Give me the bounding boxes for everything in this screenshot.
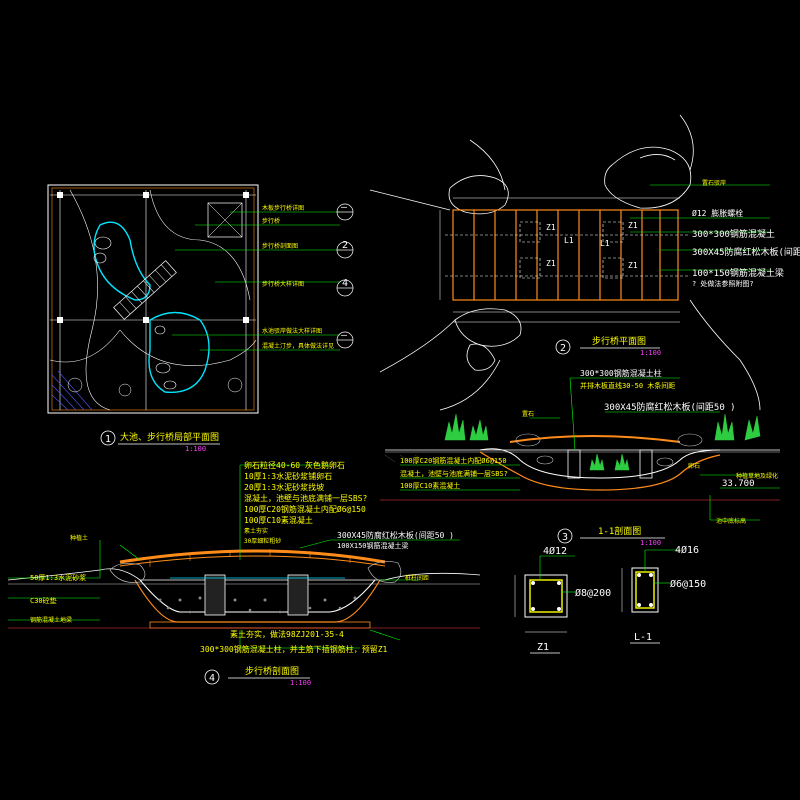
view4-top-label-7: 素土夯实 — [244, 527, 268, 535]
view4-top-label-2: 10厚1:3水泥砂浆铺卵石 — [244, 471, 332, 481]
view2-label-3: 300*300钢筋混凝土 — [692, 228, 775, 240]
view4-left-label-4: 钢筋混凝土地梁 — [30, 616, 72, 624]
view4-top-label-6: 100厚C10素混凝土 — [244, 515, 313, 525]
view4-bottom-label-1: 素土夯实，做法98ZJ201-35-4 — [230, 629, 344, 639]
view3-label-9: 种植草地及绿化 — [736, 472, 778, 480]
view4-left-label-2: 50厚1:3水泥砂浆 — [30, 573, 86, 582]
view3-label-7: 100厚C10素混凝土 — [400, 481, 460, 490]
view3-label-2: 并排木板直线30-50 木条间距 — [580, 381, 675, 390]
view4-right-note: 桩柱间距 — [405, 574, 429, 582]
view4-bottom-label-2: 300*300钢筋混凝土柱，并主筋下插钢筋柱，预留Z1 — [200, 644, 388, 654]
callout-ref-1: — — [341, 202, 348, 213]
mark-z1-b: Z1 — [546, 259, 556, 268]
view3-label-6: 混凝土，池壁与池底满铺一层SBS? — [400, 469, 508, 478]
view2-title: 步行桥平面图 — [592, 335, 646, 347]
callout-ref-4: — — [341, 330, 348, 341]
view1-label-1: 木板步行桥详图 — [262, 204, 304, 212]
view4-number-circle — [204, 669, 220, 685]
l1-stirrup: Ø6@150 — [670, 578, 706, 590]
mark-z1-c: Z1 — [628, 221, 638, 230]
view1-label-2: 步行桥 — [262, 217, 280, 225]
view1-label-6: 混凝土汀步，具体做法详见 — [262, 342, 334, 350]
l1-top-rebar: 4Ø16 — [675, 544, 699, 556]
view3-scale: 1:100 — [640, 539, 661, 547]
view1-scale: 1:100 — [185, 445, 206, 453]
view4-top-label-8: 30厚细粒粗砂 — [244, 537, 281, 545]
view1-site-plan: — 2 4 — 木板步行桥详图 步行桥 步行桥剖面图 步行桥大样详图 水池驳岸做… — [47, 184, 354, 453]
view4-left-label-3: C30砼垫 — [30, 596, 57, 605]
callout-ref-2: 2 — [342, 240, 348, 251]
view1-frame — [47, 184, 259, 414]
z1-title: Z1 — [537, 642, 549, 653]
view3-label-3: 300X45防腐红松木板(间距50 ) — [604, 401, 736, 413]
view2-number: 2 — [560, 343, 566, 354]
view2-scale: 1:100 — [640, 349, 661, 357]
view4-left-label-1: 种植土 — [70, 534, 88, 542]
view3-number: 3 — [562, 532, 568, 543]
mark-z1-d: Z1 — [628, 261, 638, 270]
z1-top-rebar: 4Ø12 — [543, 545, 567, 557]
l1-section: 4Ø16 Ø6@150 L-1 — [621, 544, 706, 644]
view4-number: 4 — [209, 673, 215, 684]
view2-bridge-plan: Z1 Z1 Z1 Z1 L1 L1 置石驳岸 Ø12 膨胀螺栓 300*300钢… — [369, 114, 800, 411]
mark-z1-a: Z1 — [546, 223, 556, 232]
view3-number-circle — [557, 528, 573, 544]
view4-top-label-5: 100厚C20钢筋混凝土内配Ø6@150 — [244, 504, 366, 514]
callout-ref-3: 4 — [342, 278, 348, 289]
view3-elevation: 33.700 — [722, 479, 755, 489]
view4-top-label-3: 20厚1:3水泥砂浆找坡 — [244, 482, 324, 492]
view3-label-4: 置石 — [522, 411, 534, 418]
view4-section: 卵石粒径40-60 灰色鹅卵石 10厚1:3水泥砂浆铺卵石 20厚1:3水泥砂浆… — [7, 460, 481, 687]
view1-label-5: 水池驳岸做法大样详图 — [262, 327, 322, 335]
view2-label-4: 300X45防腐红松木板(间距50 ) — [692, 246, 800, 258]
view2-number-circle — [555, 339, 571, 355]
view2-label-2: Ø12 膨胀螺栓 — [692, 208, 743, 218]
z1-section: 4Ø12 Ø8@200 Z1 — [514, 545, 611, 654]
view3-label-8: 卵石 — [688, 462, 700, 470]
view2-label-6: ? 处做法参照附图? — [692, 279, 754, 288]
view1-title: 大池、步行桥局部平面图 — [120, 431, 219, 443]
view3-label-5: 100厚C20钢筋混凝土内配Ø6@150 — [400, 456, 507, 465]
view3-section: 300*300钢筋混凝土柱 并排木板直线30-50 木条间距 300X45防腐红… — [380, 368, 780, 547]
view3-label-11: 池中底标高 — [716, 517, 746, 525]
mark-l1-a: L1 — [564, 236, 574, 245]
view4-title: 步行桥剖面图 — [245, 665, 299, 677]
l1-title: L-1 — [634, 632, 652, 643]
view2-label-5: 100*150钢筋混凝土梁 — [692, 267, 784, 279]
view4-scale: 1:100 — [290, 679, 311, 687]
view1-label-4: 步行桥大样详图 — [262, 280, 304, 288]
view2-label-1: 置石驳岸 — [702, 179, 726, 187]
view4-top-label-1: 卵石粒径40-60 灰色鹅卵石 — [244, 460, 345, 470]
view3-label-1: 300*300钢筋混凝土柱 — [580, 368, 662, 378]
view4-right-label-2: 100X150钢筋混凝土梁 — [337, 541, 409, 550]
view4-top-label-4: 混凝土，池壁与池底满铺一层SBS? — [244, 493, 367, 503]
view3-title: 1-1剖面图 — [598, 525, 641, 537]
mark-l1-b: L1 — [600, 239, 610, 248]
view1-number-circle — [100, 430, 116, 446]
z1-stirrup: Ø8@200 — [575, 587, 611, 599]
view1-label-3: 步行桥剖面图 — [262, 242, 298, 250]
view1-number: 1 — [105, 434, 111, 445]
view4-right-label-1: 300X45防腐红松木板(间距50 ) — [337, 530, 454, 540]
